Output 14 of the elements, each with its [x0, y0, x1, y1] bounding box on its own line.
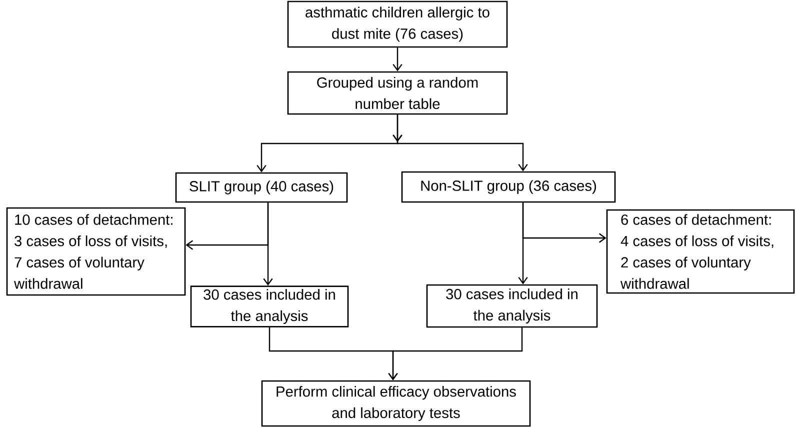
process-box: 30 cases included in the analysis	[190, 286, 349, 328]
process-box: 10 cases of detachment: 3 cases of loss of visits, 7 cases of voluntary withdrawal	[6, 207, 186, 296]
process-box: Grouped using a random number table	[287, 71, 508, 115]
arrow	[388, 328, 523, 380]
process-box: asthmatic children allergic to dust mite (76 cases)	[287, 0, 508, 48]
arrow	[263, 202, 273, 286]
process-box: Non-SLIT group (36 cases)	[401, 171, 616, 203]
arrow	[392, 48, 402, 72]
arrow	[518, 202, 528, 284]
process-box: 6 cases of detachment: 4 cases of loss of visits, 2 cases of voluntary withdrawal	[606, 209, 795, 294]
process-box: SLIT group (40 cases)	[175, 172, 348, 203]
process-box: 30 cases included in the analysis	[426, 284, 598, 328]
process-box: Perform clinical efficacy observations and laboratory tests	[261, 380, 531, 427]
arrow	[392, 114, 528, 172]
